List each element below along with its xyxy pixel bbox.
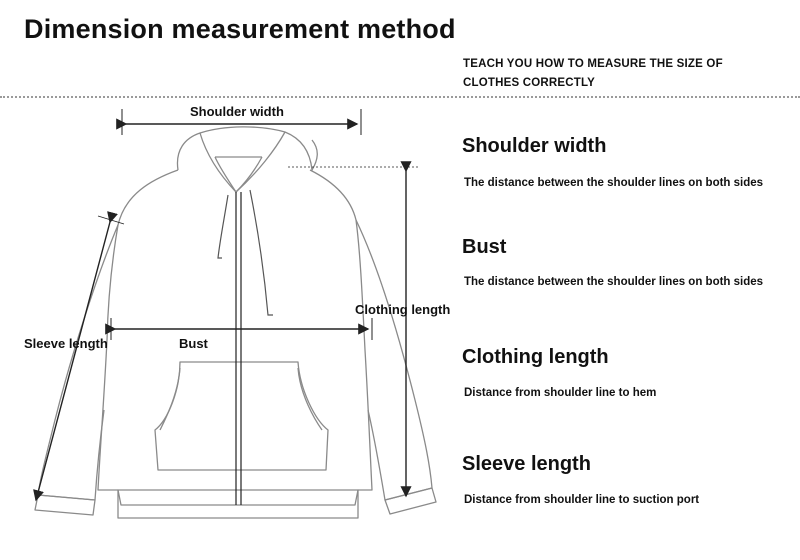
section-desc-clothing-length: Distance from shoulder line to hem	[464, 387, 657, 399]
page-subtitle: TEACH YOU HOW TO MEASURE THE SIZE OF CLO…	[463, 58, 723, 89]
section-title-clothing-length: Clothing length	[462, 346, 609, 368]
zipper	[235, 192, 242, 505]
drawstrings	[217, 189, 273, 316]
label-bust: Bust	[179, 336, 208, 351]
section-title-shoulder-width: Shoulder width	[462, 135, 607, 157]
section-desc-bust: The distance between the shoulder lines …	[464, 276, 764, 288]
label-shoulder-width: Shoulder width	[190, 104, 284, 119]
label-clothing-length: Clothing length	[355, 302, 451, 317]
section-title-sleeve-length: Sleeve length	[462, 453, 591, 475]
hoodie-diagram	[33, 109, 437, 519]
section-desc-sleeve-length: Distance from shoulder line to suction p…	[464, 494, 700, 506]
measurement-guides	[33, 109, 418, 502]
section-desc-shoulder-width: The distance between the shoulder lines …	[464, 177, 764, 189]
section-title-bust: Bust	[462, 236, 507, 258]
page-title: Dimension measurement method	[24, 14, 456, 44]
dotted-divider	[0, 96, 800, 98]
label-sleeve-length: Sleeve length	[24, 336, 108, 351]
